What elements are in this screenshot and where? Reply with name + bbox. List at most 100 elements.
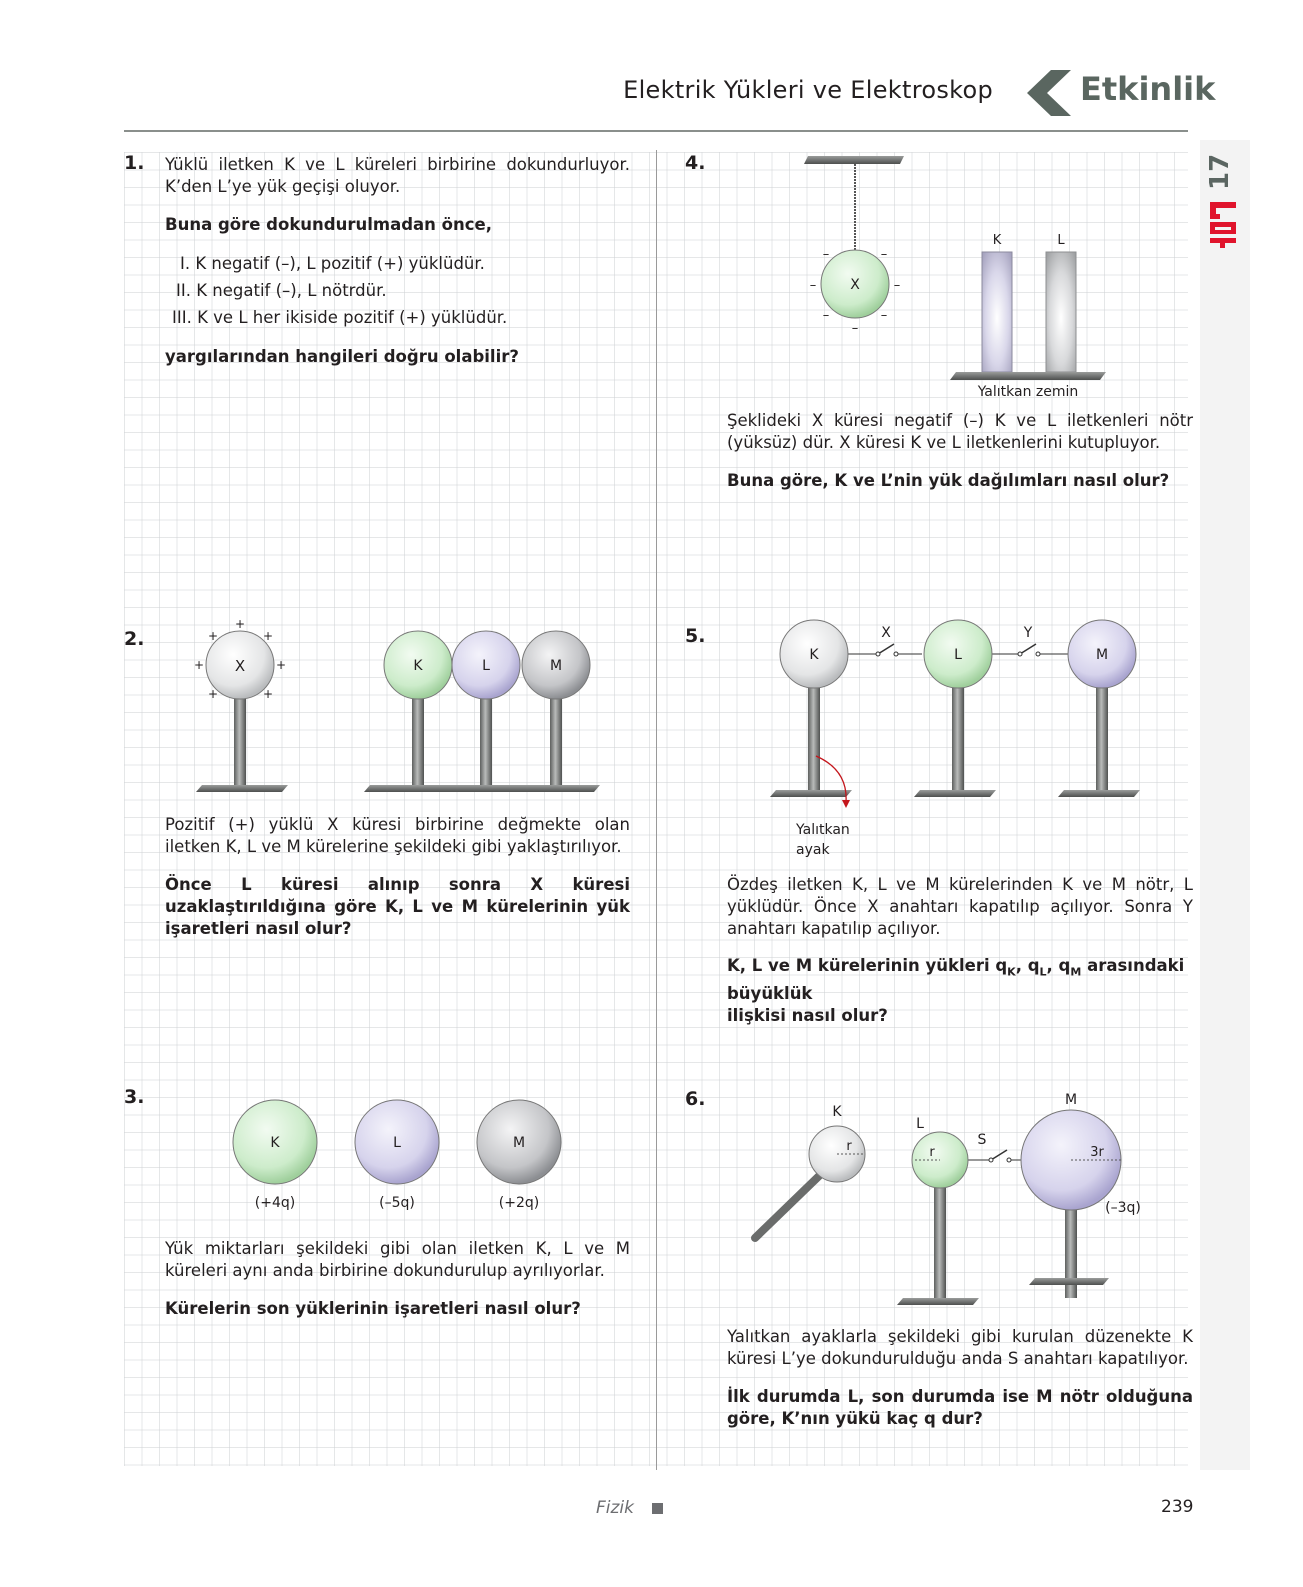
q5-label-switch-y: Y xyxy=(1023,625,1033,641)
q5-switch-y xyxy=(1019,643,1037,655)
q4-figure: X – – – – – – – K L Yalıtkan zemin xyxy=(804,156,1106,400)
q6-switch-pin2 xyxy=(1006,1157,1012,1163)
q1-prompt: Buna göre dokundurulmadan önce, xyxy=(165,215,492,234)
q4-minus-5: – xyxy=(823,308,830,323)
q2-k-stand xyxy=(412,695,424,785)
q5-l-stand xyxy=(952,686,964,790)
q1-question: yargılarından hangileri doğru olabilir? xyxy=(165,347,519,366)
q2-plus-6: + xyxy=(208,687,218,701)
q1-text: Yüklü iletken K ve L küreleri birbirine … xyxy=(165,155,630,196)
q6-m-stand xyxy=(1065,1206,1077,1298)
q3-label-m: M xyxy=(513,1135,525,1151)
q4-minus-7: – xyxy=(852,321,859,336)
q5-k-base xyxy=(770,790,852,797)
q5-m-stand xyxy=(1096,686,1108,790)
q6-label-r3: 3r xyxy=(1090,1145,1104,1160)
q6-label-m: M xyxy=(1065,1092,1077,1108)
q2-plus-5: + xyxy=(276,658,286,672)
q3-label-k: K xyxy=(270,1135,280,1151)
q5-switch-x xyxy=(877,643,895,655)
q4-label-x: X xyxy=(850,277,860,293)
q1-item-2: II. K negatif (–), L nötrdür. xyxy=(176,281,387,300)
q5-label-switch-x: X xyxy=(881,625,891,641)
q4-label-k: K xyxy=(993,233,1002,248)
q2-label-m: M xyxy=(550,658,562,674)
column-divider xyxy=(656,150,657,1470)
page-header-title: Elektrik Yükleri ve Elektroskop xyxy=(623,76,993,104)
question-number-3: 3. xyxy=(124,1086,145,1108)
q5-sub-m: M xyxy=(1070,965,1082,979)
q5-label-l: L xyxy=(954,647,962,663)
q6-label-r2: r xyxy=(929,1145,935,1160)
q6-switch-s xyxy=(990,1149,1008,1161)
q4-minus-3: – xyxy=(810,278,817,293)
q6-l-base xyxy=(897,1298,979,1305)
q5-m-base xyxy=(1058,790,1140,797)
footer-subject: Fizik xyxy=(596,1498,634,1518)
q2-text: Pozitif (+) yüklü X küresi birbirine değ… xyxy=(165,815,630,856)
q3-sphere-l xyxy=(354,1099,440,1185)
q4-minus-2: – xyxy=(881,247,888,262)
q5-insulator-label-2: ayak xyxy=(796,842,830,858)
q6-figure: r K r L S 3r M (–3q) xyxy=(751,1092,1141,1305)
q6-question: İlk durumda L, son durumda ise M nötr ol… xyxy=(727,1387,1193,1428)
q4-minus-4: – xyxy=(894,278,901,293)
q6-switch-pin1 xyxy=(988,1157,994,1163)
q5-figure: K L M X Y Yalıtkan ayak xyxy=(770,619,1140,858)
q5-sub-k: K xyxy=(1007,965,1016,979)
q4-minus-1: – xyxy=(823,247,830,262)
q5-switch-y-pin1 xyxy=(1017,651,1023,657)
footer-square-icon xyxy=(652,1503,663,1514)
q5-sphere-l xyxy=(923,619,993,689)
q3-label-l: L xyxy=(393,1135,401,1151)
q2-plus-2: + xyxy=(208,629,218,643)
q3-question: Kürelerin son yüklerinin işaretleri nası… xyxy=(165,1299,581,1318)
q2-sphere-m xyxy=(521,630,591,700)
q3-charge-m: (+2q) xyxy=(499,1195,539,1211)
q3-charge-l: (–5q) xyxy=(379,1195,415,1211)
question-number-1: 1. xyxy=(124,152,145,174)
question-number-4: 4. xyxy=(685,152,706,174)
q2-x-base xyxy=(196,785,288,792)
q5-insulator-label-1: Yalıtkan xyxy=(795,822,850,838)
question-number-5: 5. xyxy=(685,625,706,647)
q4-text: Şeklideki X küresi negatif (–) K ve L il… xyxy=(727,411,1193,452)
q4-minus-6: – xyxy=(881,308,888,323)
q6-k-rod xyxy=(751,1172,823,1242)
q6-label-s: S xyxy=(978,1132,987,1148)
q6-m-base xyxy=(1029,1278,1109,1285)
q2-plus-4: + xyxy=(194,658,204,672)
q2-label-x: X xyxy=(235,657,245,675)
q4-conductor-l xyxy=(1045,251,1077,373)
q6-charge-m: (–3q) xyxy=(1105,1200,1141,1216)
q2-label-l: L xyxy=(482,658,490,674)
q2-m-stand xyxy=(550,695,562,785)
chevron-left-icon xyxy=(1027,70,1071,116)
q5-question-line2: ilişkisi nasıl olur? xyxy=(727,1006,888,1026)
q5-sub-l: L xyxy=(1039,965,1047,979)
q2-sphere-l xyxy=(451,630,521,700)
q4-question: Buna göre, K ve L’nin yük dağılımları na… xyxy=(727,471,1170,490)
q4-label-l: L xyxy=(1057,233,1065,248)
q1-item-3: III. K ve L her ikiside pozitif (+) yükl… xyxy=(172,308,508,327)
q5-text: Özdeş iletken K, L ve M kürelerinden K v… xyxy=(727,875,1193,938)
q5-pointer-arrow xyxy=(815,755,847,803)
side-tab xyxy=(1200,140,1250,1470)
q4-ground-label: Yalıtkan zemin xyxy=(977,384,1079,400)
q3-charge-k: (+4q) xyxy=(255,1195,295,1211)
q3-figure: K L M (+4q) (–5q) (+2q) xyxy=(232,1099,562,1211)
q5-sep-1: , q xyxy=(1015,956,1040,975)
q2-figure: X + + + + + + + K L M xyxy=(194,617,600,792)
q5-switch-y-pin2 xyxy=(1035,651,1041,657)
q2-plus-3: + xyxy=(263,629,273,643)
q3-text: Yük miktarları şekildeki gibi olan iletk… xyxy=(165,1239,630,1280)
q5-label-k: K xyxy=(809,647,819,663)
q2-l-stand xyxy=(480,695,492,785)
q5-question-pre: K, L ve M kürelerinin yükleri q xyxy=(727,956,1008,975)
q2-klm-base xyxy=(364,785,600,792)
q2-label-k: K xyxy=(413,658,423,674)
foy-logo-icon xyxy=(1210,202,1236,248)
q6-label-r1: r xyxy=(846,1139,852,1154)
question-number-2: 2. xyxy=(124,628,145,650)
q6-label-k: K xyxy=(832,1104,842,1120)
